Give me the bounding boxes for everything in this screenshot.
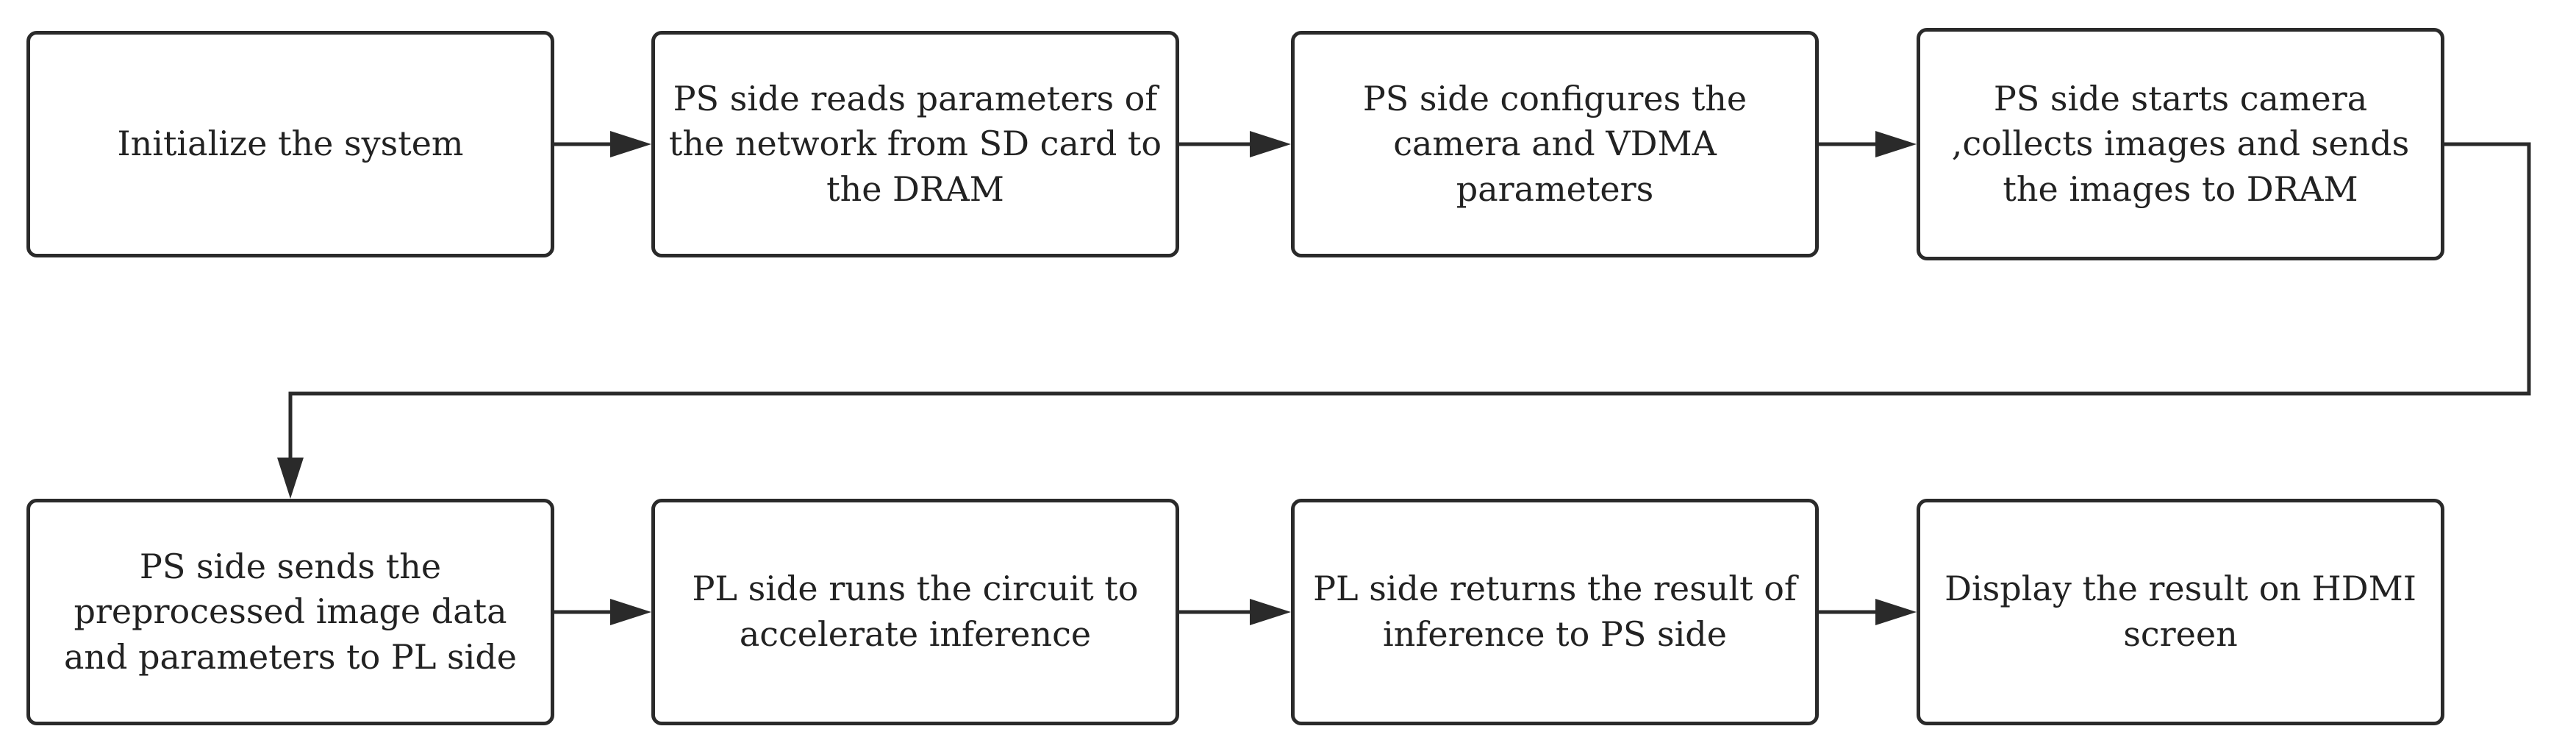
step-label: PL side returns the result of inference … <box>1313 569 1797 654</box>
step-read-network-parameters: PS side reads parameters of the network … <box>651 31 1179 257</box>
step-initialize-system: Initialize the system <box>26 31 554 257</box>
step-label: PS side sends the preprocessed image dat… <box>63 546 518 677</box>
arrowhead-7 <box>1875 599 1917 625</box>
step-label: Display the result on HDMI screen <box>1944 569 2416 654</box>
arrowhead-1 <box>610 131 651 157</box>
step-label: PS side starts camera ,collects images a… <box>1951 78 2410 209</box>
step-run-acceleration-circuit: PL side runs the circuit to accelerate i… <box>651 499 1179 725</box>
arrowhead-4 <box>277 458 304 499</box>
step-display-on-hdmi: Display the result on HDMI screen <box>1917 499 2444 725</box>
step-start-camera-capture: PS side starts camera ,collects images a… <box>1917 28 2444 260</box>
arrowhead-5 <box>610 599 651 625</box>
step-label: PS side reads parameters of the network … <box>668 78 1162 209</box>
arrowhead-2 <box>1250 131 1291 157</box>
step-send-preprocessed-data: PS side sends the preprocessed image dat… <box>26 499 554 725</box>
arrowhead-6 <box>1250 599 1291 625</box>
step-label: PL side runs the circuit to accelerate i… <box>692 569 1139 654</box>
step-label: PS side configures the camera and VDMA p… <box>1362 78 1747 209</box>
arrow-capture-to-send-data <box>288 142 2531 462</box>
step-label: Initialize the system <box>117 124 464 164</box>
step-configure-camera-vdma: PS side configures the camera and VDMA p… <box>1291 31 1819 257</box>
arrowhead-3 <box>1875 131 1917 157</box>
step-return-inference-result: PL side returns the result of inference … <box>1291 499 1819 725</box>
